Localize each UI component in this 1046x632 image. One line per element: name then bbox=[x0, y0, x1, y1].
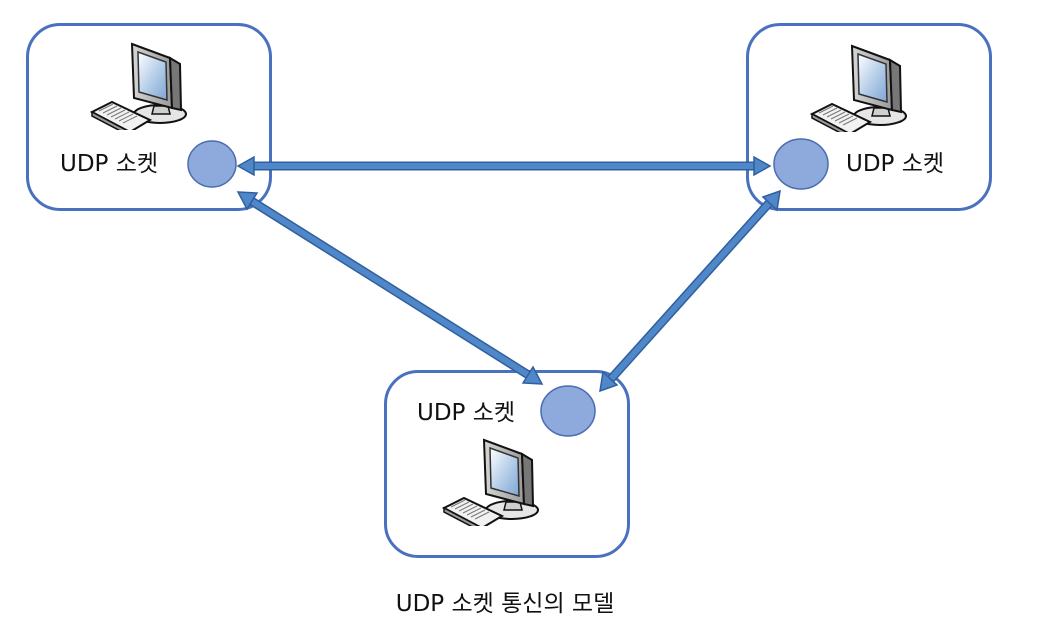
desktop-computer-icon-top-right bbox=[811, 45, 907, 132]
arrow-top-horizontal bbox=[236, 155, 772, 177]
socket-label-top-left: UDP 소켓 bbox=[60, 151, 159, 177]
socket-label-bottom: UDP 소켓 bbox=[417, 400, 516, 426]
arrow-right-diagonal bbox=[599, 189, 781, 393]
desktop-computer-icon-bottom bbox=[443, 439, 539, 526]
diagram-caption: UDP 소켓 통신의 모델 bbox=[395, 591, 615, 617]
socket-label-top-right: UDP 소켓 bbox=[846, 151, 945, 177]
socket-icon-top-left bbox=[187, 140, 237, 188]
socket-icon-bottom bbox=[540, 385, 596, 437]
desktop-computer-icon-top-left bbox=[91, 43, 187, 130]
socket-icon-top-right bbox=[773, 138, 829, 190]
arrow-left-diagonal bbox=[236, 191, 544, 385]
